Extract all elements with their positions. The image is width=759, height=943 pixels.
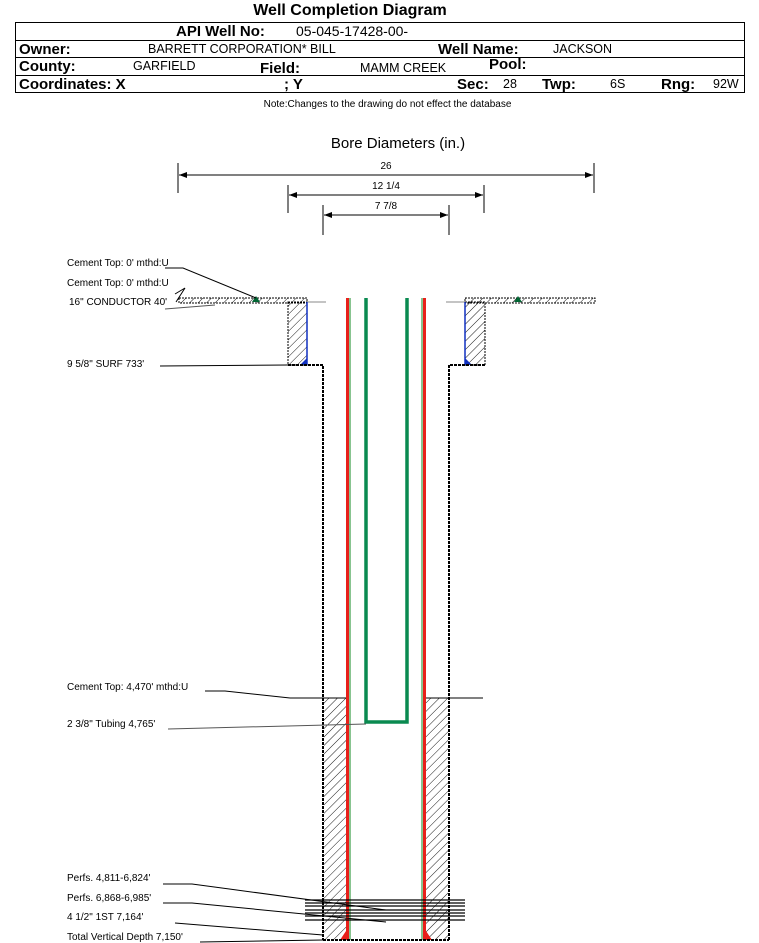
annotations: Cement Top: 0' mthd:U Cement Top: 0' mth… bbox=[67, 258, 387, 943]
api-label: API Well No: bbox=[176, 23, 265, 40]
production-casing-label: 4 1/2" 1ST 7,164' bbox=[67, 912, 144, 923]
dimension-12-1-4: 12 1/4 bbox=[287, 181, 485, 213]
well-header-table: API Well No: 05-045-17428-00- Owner: BAR… bbox=[15, 22, 745, 93]
cement-top-marker-icon bbox=[514, 296, 522, 302]
owner-label: Owner: bbox=[19, 40, 71, 58]
rng-label: Rng: bbox=[661, 75, 696, 93]
production-cement bbox=[290, 697, 483, 940]
dimension-26: 26 bbox=[177, 161, 595, 193]
y-label: ; Y bbox=[284, 75, 303, 93]
page-title: Well Completion Diagram bbox=[253, 2, 447, 19]
conductor-label: 16" CONDUCTOR 40' bbox=[69, 297, 167, 308]
county-value: GARFIELD bbox=[133, 59, 196, 73]
api-row: API Well No: 05-045-17428-00- bbox=[16, 23, 744, 41]
cement-top-label: Cement Top: 0' mthd:U bbox=[67, 258, 169, 269]
production-casing bbox=[323, 298, 449, 941]
coordinates-row: Coordinates: X ; Y Sec: 28 Twp: 6S Rng: … bbox=[16, 76, 744, 93]
rng-value: 92W bbox=[713, 76, 739, 91]
diameter-label: 7 7/8 bbox=[375, 201, 398, 212]
api-value: 05-045-17428-00- bbox=[296, 23, 409, 39]
perforations-label: Perfs. 6,868-6,985' bbox=[67, 893, 151, 904]
conductor-casing bbox=[178, 296, 596, 304]
perforations-label: Perfs. 4,811-6,824' bbox=[67, 873, 151, 884]
database-note: Note:Changes to the drawing do not effec… bbox=[263, 99, 512, 110]
dimension-7-7-8: 7 7/8 bbox=[322, 201, 450, 235]
sec-label: Sec: bbox=[457, 75, 489, 93]
twp-label: Twp: bbox=[542, 75, 576, 93]
pool-label: Pool: bbox=[489, 56, 527, 73]
twp-value: 6S bbox=[610, 76, 626, 91]
diameter-label: 12 1/4 bbox=[372, 181, 400, 192]
sec-value: 28 bbox=[503, 76, 517, 91]
cement-top-label: Cement Top: 4,470' mthd:U bbox=[67, 682, 188, 693]
surface-casing bbox=[287, 301, 486, 940]
cement-top-label: Cement Top: 0' mthd:U bbox=[67, 278, 169, 289]
owner-row: Owner: BARRETT CORPORATION* BILL Well Na… bbox=[16, 40, 744, 58]
total-depth-label: Total Vertical Depth 7,150' bbox=[67, 932, 183, 943]
tubing bbox=[364, 298, 409, 724]
well-name-value: JACKSON bbox=[553, 41, 613, 56]
coordinates-label: Coordinates: X bbox=[19, 75, 126, 93]
field-label: Field: bbox=[260, 60, 300, 77]
surface-casing-label: 9 5/8" SURF 733' bbox=[67, 359, 144, 370]
field-value: MAMM CREEK bbox=[360, 61, 447, 75]
tubing-label: 2 3/8" Tubing 4,765' bbox=[67, 719, 155, 730]
owner-value: BARRETT CORPORATION* BILL bbox=[148, 41, 336, 56]
cement-top-marker-icon bbox=[252, 296, 260, 302]
county-label: County: bbox=[19, 58, 76, 75]
diameter-label: 26 bbox=[380, 161, 392, 172]
bore-diameters-title: Bore Diameters (in.) bbox=[331, 135, 465, 152]
well-name-label: Well Name: bbox=[438, 40, 519, 58]
county-row: County: GARFIELD Field: MAMM CREEK Pool: bbox=[16, 56, 744, 77]
